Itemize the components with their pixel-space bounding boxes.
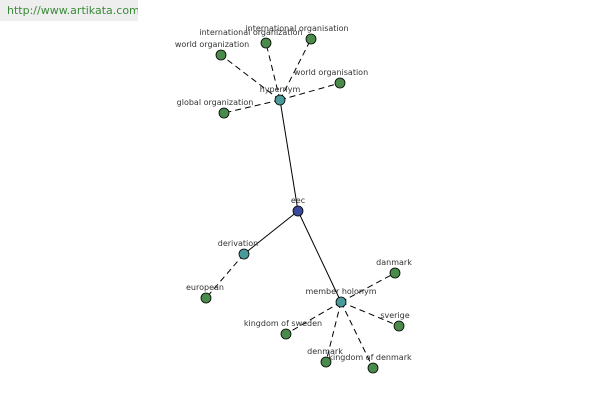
edge-eec-to-hypernym — [279, 99, 299, 212]
edge-eec-to-member-holonym — [297, 210, 342, 303]
node-label-eec[interactable]: eec — [291, 196, 305, 205]
graph-node-icon-international-organization[interactable] — [260, 37, 272, 49]
graph-node-icon-world-organization[interactable] — [215, 49, 227, 61]
node-label-world-organisation[interactable]: world organisation — [294, 68, 368, 77]
node-label-denmark[interactable]: denmark — [307, 347, 343, 356]
node-label-hypernym[interactable]: hypernym — [260, 85, 301, 94]
edge-hypernym-to-international-organisation — [279, 38, 312, 101]
node-label-member-holonym[interactable]: member holonym — [305, 287, 376, 296]
graph-node-icon-derivation[interactable] — [238, 248, 250, 260]
edge-hypernym-to-world-organization — [220, 54, 281, 101]
graph-node-icon-hypernym[interactable] — [274, 94, 286, 106]
graph-node-icon-global-organization[interactable] — [218, 107, 230, 119]
graph-node-icon-danmark[interactable] — [389, 267, 401, 279]
node-label-global-organization[interactable]: global organization — [177, 98, 254, 107]
node-label-kingdom-of-sweden[interactable]: kingdom of sweden — [244, 319, 322, 328]
graph-node-icon-european[interactable] — [200, 292, 212, 304]
edge-member-holonym-to-sverige — [340, 301, 400, 327]
node-label-danmark[interactable]: danmark — [376, 258, 412, 267]
edge-member-holonym-to-kingdom-of-denmark — [340, 301, 374, 369]
graph-node-icon-international-organisation[interactable] — [305, 33, 317, 45]
node-label-world-organization[interactable]: world organization — [175, 40, 249, 49]
node-label-kingdom-of-denmark[interactable]: kingdom of denmark — [328, 353, 412, 362]
edge-member-holonym-to-denmark — [325, 301, 342, 363]
graph-node-icon-denmark[interactable] — [320, 356, 332, 368]
graph-node-icon-world-organisation[interactable] — [334, 77, 346, 89]
graph-node-icon-kingdom-of-denmark[interactable] — [367, 362, 379, 374]
node-label-derivation[interactable]: derivation — [218, 239, 258, 248]
graph-node-icon-kingdom-of-sweden[interactable] — [280, 328, 292, 340]
graph-node-icon-eec[interactable] — [292, 205, 304, 217]
edge-member-holonym-to-kingdom-of-sweden — [285, 301, 342, 335]
edge-member-holonym-to-danmark — [340, 272, 396, 303]
graph-node-icon-member-holonym[interactable] — [335, 296, 347, 308]
node-label-international-organization[interactable]: international organization — [199, 28, 302, 37]
site-url-link[interactable]: http://www.artikata.com — [0, 0, 138, 21]
edge-eec-to-derivation — [243, 210, 299, 255]
node-label-sverige[interactable]: sverige — [380, 311, 409, 320]
node-label-international-organisation[interactable]: international organisation — [245, 24, 348, 33]
graph-node-icon-sverige[interactable] — [393, 320, 405, 332]
node-label-european[interactable]: european — [186, 283, 224, 292]
edge-hypernym-to-world-organisation — [279, 82, 341, 101]
